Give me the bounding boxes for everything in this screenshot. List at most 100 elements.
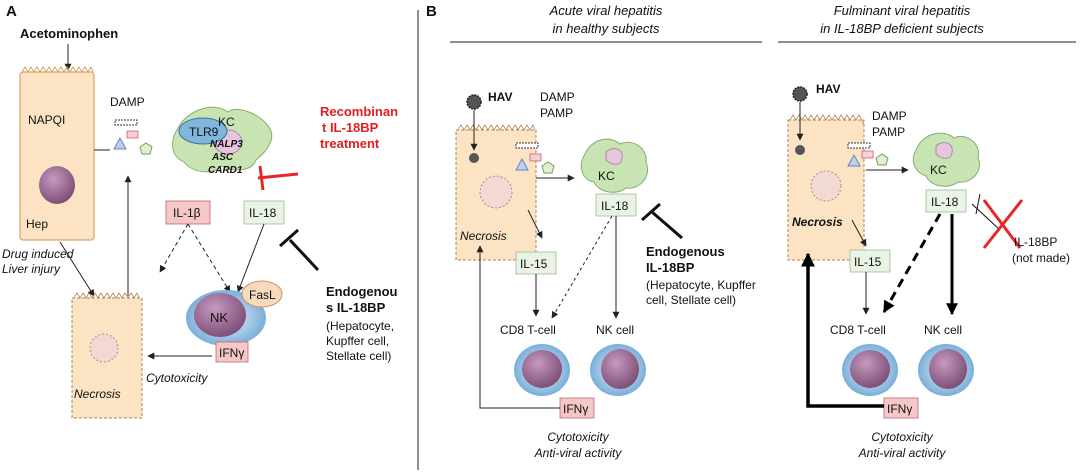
tlr9-label: TLR9 [189, 125, 219, 139]
necrosis-label-fulminant: Necrosis [792, 215, 843, 229]
hep-label: Hep [26, 217, 48, 231]
hepatocyte-acute [455, 124, 537, 261]
red-x-cross [982, 199, 1024, 249]
drug-induced-l2: Liver injury [2, 262, 61, 276]
nk-label-a: NK [210, 310, 228, 325]
il1b-to-necrosis-arrow [159, 223, 189, 273]
damp-symbols-acute [515, 142, 555, 174]
il18-label-a: IL-18 [249, 206, 277, 220]
kc-label-acute: KC [598, 169, 615, 183]
antiviral-label-fulminant: Anti-viral activity [858, 446, 947, 460]
damp-label-fulminant: DAMP [872, 109, 907, 123]
cyto-label-acute: Cytotoxicity [547, 430, 609, 444]
cd8-cell-acute [514, 344, 570, 396]
il15-label-fulminant: IL-15 [854, 255, 882, 269]
tlr9-receptor [178, 117, 228, 145]
not-made-label: (not made) [1012, 251, 1070, 265]
hepatocyte-a-nucleus [39, 166, 75, 204]
il18-to-cd8-arrow-acute [551, 215, 613, 319]
acute-title-l1: Acute viral hepatitis [549, 3, 663, 18]
recombinant-label-l3: treatment [320, 136, 380, 151]
endogenous-inhibit-bar-a [279, 228, 299, 248]
fulminant-title-l2: in IL-18BP deficient subjects [820, 21, 984, 36]
recombinant-label-l2: t IL-18BP [322, 120, 379, 135]
hep-to-necrosis-arrow [59, 241, 95, 297]
il18-label-acute: IL-18 [601, 199, 629, 213]
endogenous-a-l2: s IL-18BP [326, 300, 386, 315]
kupffer-cell-fulminant [912, 132, 980, 187]
cd8-cell-fulminant [842, 344, 898, 396]
ifng-box-fulminant [883, 397, 919, 419]
panel-a-letter: A [6, 3, 17, 20]
ifng-to-hep-arrow-fulminant [801, 252, 884, 408]
nk-cell-fulminant [918, 344, 974, 396]
ifng-label-a: IFNγ [219, 346, 244, 360]
endogenous-a-l1: Endogenou [326, 284, 398, 299]
fasl-label: FasL [249, 288, 276, 302]
cd8-label-acute: CD8 T-cell [500, 323, 556, 337]
ifng-label-fulminant: IFNγ [887, 402, 912, 416]
hav-virus-acute [466, 94, 482, 110]
ifng-to-hep-arrow-acute [476, 245, 560, 409]
il15-label-acute: IL-15 [520, 257, 548, 271]
il18-box-fulminant [925, 189, 967, 213]
kc-label-fulminant: KC [930, 163, 947, 177]
necrosis-label-acute: Necrosis [460, 229, 507, 243]
hepatocyte-a [19, 65, 95, 241]
napqi-label: NAPQI [28, 113, 65, 127]
fulminant-title-l1: Fulminant viral hepatitis [834, 3, 971, 18]
panel-b-letter: B [426, 3, 437, 20]
ifng-label-acute: IFNγ [563, 402, 588, 416]
necrosis-label-a: Necrosis [74, 387, 121, 401]
il1b-to-nk-arrow [187, 223, 231, 293]
hav-label-acute: HAV [488, 90, 512, 104]
damp-symbols-a [113, 119, 153, 155]
fasl-ligand [241, 280, 283, 308]
damp-label-a: DAMP [110, 95, 145, 109]
kupffer-cell-acute [580, 138, 648, 193]
cytotoxicity-label-a: Cytotoxicity [146, 371, 208, 385]
hav-virus-fulminant [792, 86, 808, 102]
endogenous-inhibit-bar-b [641, 202, 661, 222]
card1-label: CARD1 [208, 165, 243, 176]
nk-label-fulminant: NK cell [924, 323, 962, 337]
acute-title-l2: in healthy subjects [553, 21, 660, 36]
endogenous-b-l1: Endogenous [646, 244, 725, 259]
recombinant-inhibit-bar [258, 165, 265, 191]
hepatocyte-fulminant [787, 114, 865, 261]
necrosis-to-il15-arrow-fulminant [851, 219, 867, 247]
pamp-label-acute: PAMP [540, 106, 573, 120]
il18bp-inhibit-bar-fulminant [975, 193, 981, 215]
hav-label-fulminant: HAV [816, 82, 840, 96]
endogenous-inhibit-line-b [651, 210, 683, 240]
endogenous-inhibit-line-a [288, 238, 320, 272]
endogenous-b-l4: cell, Stellate cell) [646, 293, 736, 307]
endogenous-b-l2: IL-18BP [646, 260, 695, 275]
kc-label-a: KC [218, 115, 235, 129]
endogenous-b-l3: (Hepatocyte, Kupffer [646, 278, 756, 292]
nalp3-label: NALP3 [210, 139, 243, 150]
drug-induced-l1: Drug induced [2, 247, 74, 261]
recombinant-label-l1: Recombinan [320, 104, 398, 119]
necrosis-to-il15-arrow [527, 209, 543, 239]
il18-to-cd8-arrow-fulminant [882, 213, 942, 314]
cd8-label-fulminant: CD8 T-cell [830, 323, 886, 337]
endogenous-a-l3: (Hepatocyte, [326, 319, 394, 333]
antiviral-label-acute: Anti-viral activity [534, 446, 623, 460]
il18-label-fulminant: IL-18 [931, 195, 959, 209]
nk-cell-acute [590, 344, 646, 396]
acetominophen-label: Acetominophen [20, 26, 118, 41]
endogenous-a-l5: Stellate cell) [326, 349, 391, 363]
nk-cell-a [186, 290, 266, 346]
recombinant-inhibit-line [257, 172, 299, 180]
pamp-label-fulminant: PAMP [872, 125, 905, 139]
il15-box-fulminant [849, 249, 891, 273]
il18-to-nk-arrow-a [236, 223, 265, 293]
damp-symbols-fulminant [847, 142, 889, 167]
damp-label-acute: DAMP [540, 90, 575, 104]
il1b-label: IL-1β [173, 206, 201, 220]
il18bp-label-fulminant: IL-18BP [1014, 235, 1057, 249]
endogenous-a-l4: Kupffer cell, [326, 334, 389, 348]
necrotic-cell-a [71, 292, 143, 419]
